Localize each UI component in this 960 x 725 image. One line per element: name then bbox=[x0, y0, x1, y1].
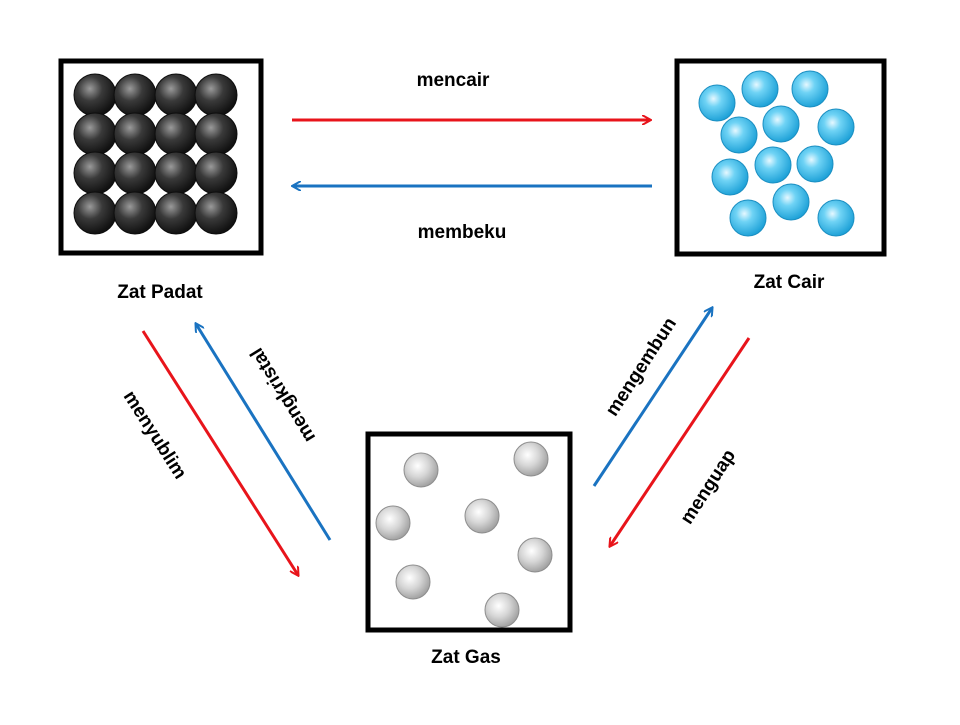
solid-particle bbox=[73, 112, 117, 156]
gas-particle bbox=[517, 537, 553, 573]
gas-particle bbox=[395, 564, 431, 600]
liquid-particle bbox=[711, 158, 749, 196]
condensation-arrow bbox=[592, 308, 712, 487]
liquid-particle bbox=[791, 70, 829, 108]
gas-particle bbox=[513, 441, 549, 477]
liquid-particle bbox=[741, 70, 779, 108]
liquid-state-box bbox=[674, 58, 887, 257]
solid-particle bbox=[73, 73, 117, 117]
evaporation-arrow bbox=[610, 337, 751, 546]
solid-particles bbox=[73, 73, 238, 235]
liquid-particle bbox=[796, 145, 834, 183]
solid-particle bbox=[113, 73, 157, 117]
gas-particle bbox=[375, 505, 411, 541]
solid-particle bbox=[154, 73, 198, 117]
liquid-particle bbox=[720, 116, 758, 154]
solid-particle bbox=[154, 151, 198, 195]
gas-particles bbox=[375, 441, 553, 628]
deposition-label: mengkristal bbox=[246, 344, 320, 446]
gas-particle bbox=[484, 592, 520, 628]
solid-state-box bbox=[58, 58, 264, 256]
solid-particle bbox=[194, 191, 238, 235]
solid-particle bbox=[73, 191, 117, 235]
solid-particle bbox=[194, 112, 238, 156]
gas-particle bbox=[403, 452, 439, 488]
solid-particle bbox=[73, 151, 117, 195]
solid-particle bbox=[113, 112, 157, 156]
solid-particle bbox=[113, 151, 157, 195]
solid-particle bbox=[154, 112, 198, 156]
gas-state-box bbox=[365, 431, 573, 633]
solid-particle bbox=[113, 191, 157, 235]
solid-particle bbox=[194, 151, 238, 195]
sublimation-label: menyublim bbox=[119, 387, 191, 483]
liquid-particle bbox=[772, 183, 810, 221]
gas-particle bbox=[464, 498, 500, 534]
liquid-particle bbox=[817, 199, 855, 237]
melting-label: mencair bbox=[417, 70, 490, 91]
liquid-particle bbox=[729, 199, 767, 237]
freezing-label: membeku bbox=[418, 222, 507, 243]
evaporation-label: menguap bbox=[677, 446, 741, 528]
liquid-particle bbox=[817, 108, 855, 146]
solid-state-label: Zat Padat bbox=[117, 282, 203, 303]
liquid-particle bbox=[698, 84, 736, 122]
solid-particle bbox=[194, 73, 238, 117]
deposition-arrow bbox=[196, 324, 332, 541]
sublimation-arrow bbox=[141, 330, 298, 575]
gas-state-label: Zat Gas bbox=[431, 647, 501, 668]
solid-particle bbox=[154, 191, 198, 235]
liquid-particle bbox=[754, 146, 792, 184]
liquid-particles bbox=[698, 70, 855, 237]
liquid-state-label: Zat Cair bbox=[754, 272, 825, 293]
condensation-label: mengembun bbox=[602, 314, 681, 420]
liquid-particle bbox=[762, 105, 800, 143]
